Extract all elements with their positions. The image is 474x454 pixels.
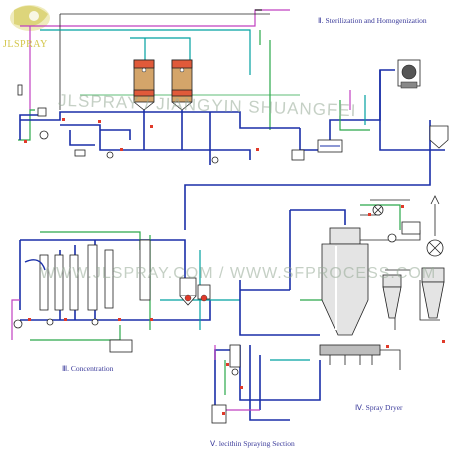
section-label-spray-dryer: Ⅳ. Spray Dryer — [355, 403, 403, 412]
exhaust-fan-icon — [426, 195, 444, 257]
watermark-middle: WWW.JLSPRAY.COM / WWW.SFPROCESS.COM — [40, 265, 437, 282]
lecithin-section — [211, 344, 321, 424]
evaporator-columns-icon — [24, 239, 151, 311]
balance-tank-icon — [429, 125, 449, 149]
heat-exchanger-icon — [291, 139, 343, 161]
air-heater-icon — [372, 204, 421, 243]
cyclone-2-icon — [421, 267, 445, 319]
logo-text: JLSPRAY — [3, 39, 48, 50]
section-label-concentration: Ⅲ. Concentration — [62, 364, 114, 373]
storage-tank-2 — [171, 59, 193, 111]
drying-chamber-icon — [321, 227, 369, 336]
lecithin-tank-icon — [211, 344, 241, 424]
condensate-pump-icon — [13, 318, 133, 353]
cyclone-1-icon — [382, 274, 402, 319]
section-label-sterilization: Ⅱ. Sterilization and Homogenization — [318, 16, 427, 25]
storage-tank-1 — [133, 59, 155, 111]
sterilization-section — [17, 9, 449, 230]
separator-icon — [179, 277, 211, 306]
section-label-lecithin: Ⅴ. lecithin Spraying Section — [210, 439, 295, 448]
fluid-bed-icon — [319, 344, 401, 370]
logo-icon — [10, 5, 50, 31]
concentration-section — [11, 231, 240, 353]
spray-dryer-section — [239, 195, 445, 370]
homogenizer-icon — [397, 59, 421, 89]
